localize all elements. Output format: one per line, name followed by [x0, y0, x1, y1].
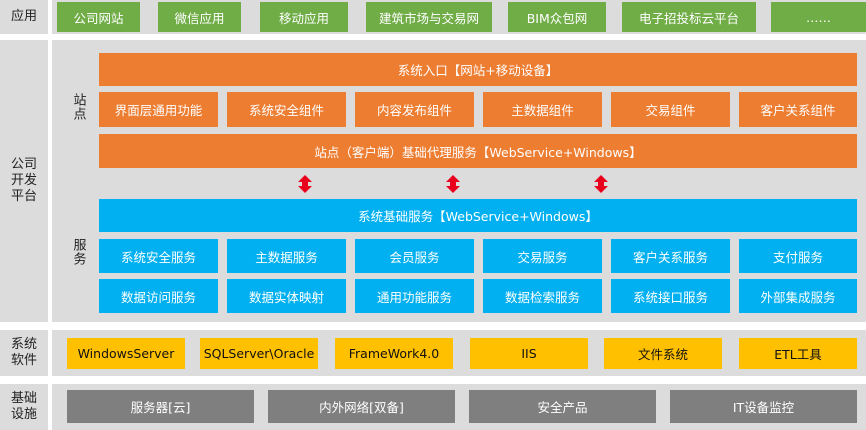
service-box: 支付服务: [739, 239, 857, 273]
syssoft-layer-label-text: 系统 软件: [10, 337, 37, 368]
service-box: 交易服务: [483, 239, 602, 273]
system-software-box: 文件系统: [604, 338, 722, 369]
infra-layer-label-text: 基础 设施: [10, 391, 37, 422]
app-layer-label: 应用: [0, 0, 48, 34]
service-box: 系统接口服务: [611, 279, 730, 313]
app-box: BIM众包网: [508, 2, 606, 32]
station-component: 主数据组件: [483, 92, 602, 127]
station-label: 站点: [68, 82, 88, 132]
app-box: ……: [771, 2, 866, 32]
station-component: 界面层通用功能: [99, 92, 218, 127]
infrastructure-box: 内外网络[双备]: [268, 390, 455, 423]
service-box: 外部集成服务: [739, 279, 857, 313]
station-component: 系统安全组件: [227, 92, 346, 127]
station-label-text: 站点: [70, 93, 86, 121]
infrastructure-box: IT设备监控: [670, 390, 857, 423]
service-box: 数据实体映射: [227, 279, 346, 313]
station-component: 内容发布组件: [355, 92, 474, 127]
service-box: 客户关系服务: [611, 239, 730, 273]
proxy-service-bar: 站点（客户端）基础代理服务【WebService+Windows】: [99, 134, 857, 168]
syssoft-layer-band: [52, 330, 866, 376]
bidirectional-arrow-icon: [298, 175, 312, 193]
infra-layer-label: 基础 设施: [0, 384, 48, 430]
platform-layer-label: 公司 开发 平台: [0, 40, 48, 322]
app-box: 建筑市场与交易网: [366, 2, 492, 32]
station-component: 交易组件: [611, 92, 730, 127]
service-box: 会员服务: [355, 239, 474, 273]
syssoft-layer-label: 系统 软件: [0, 330, 48, 376]
service-label: 服务: [68, 227, 88, 277]
station-component: 客户关系组件: [739, 92, 857, 127]
system-software-box: WindowsServer: [67, 338, 185, 369]
base-service-bar: 系统基础服务【WebService+Windows】: [99, 199, 857, 232]
app-box: 微信应用: [158, 2, 241, 32]
service-box: 数据检索服务: [483, 279, 602, 313]
app-box: 电子招投标云平台: [622, 2, 756, 32]
system-entry-bar: 系统入口【网站+移动设备】: [99, 53, 857, 86]
system-software-box: SQLServer\Oracle: [200, 338, 318, 369]
service-box: 系统安全服务: [99, 239, 218, 273]
service-box: 通用功能服务: [355, 279, 474, 313]
service-label-text: 服务: [70, 238, 86, 266]
service-box: 数据访问服务: [99, 279, 218, 313]
infrastructure-box: 安全产品: [469, 390, 656, 423]
system-software-box: ETL工具: [739, 338, 857, 369]
service-box: 主数据服务: [227, 239, 346, 273]
app-box: 移动应用: [260, 2, 348, 32]
platform-layer-label-text: 公司 开发 平台: [10, 157, 37, 204]
app-layer-label-text: 应用: [10, 9, 37, 24]
bidirectional-arrow-icon: [446, 175, 460, 193]
infrastructure-box: 服务器[云]: [67, 390, 254, 423]
app-box: 公司网站: [57, 2, 140, 32]
system-software-box: FrameWork4.0: [335, 338, 453, 369]
bidirectional-arrow-icon: [594, 175, 608, 193]
system-software-box: IIS: [470, 338, 588, 369]
